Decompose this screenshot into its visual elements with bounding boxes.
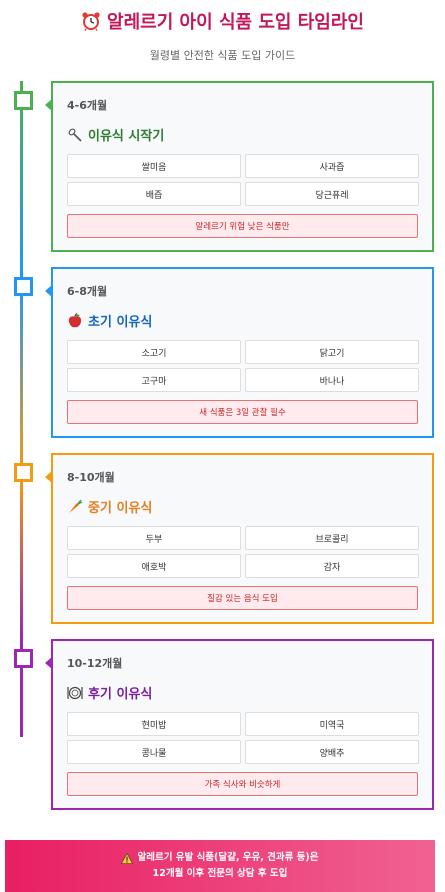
allergy-warning-banner: 알레르기 유발 식품(달걀, 우유, 견과류 등)은 12개월 이후 전문의 상… [5,840,435,892]
food-item: 감자 [245,554,419,578]
timeline-marker [14,463,33,482]
food-item: 쌀미음 [67,154,241,178]
header: 알레르기 아이 식품 도입 타임라인 월령별 안전한 식품 도입 가이드 [0,8,445,63]
food-item: 애호박 [67,554,241,578]
stage-title: 후기 이유식 [67,683,418,702]
food-item: 두부 [67,526,241,550]
food-item: 배즙 [67,182,241,206]
stage-note: 질감 있는 음식 도입 [67,586,418,610]
stage-title-text: 이유식 시작기 [88,129,165,144]
food-item: 미역국 [245,712,419,736]
food-item: 바나나 [245,368,419,392]
stage-note: 새 식품은 3일 관찰 필수 [67,400,418,424]
stage-title-text: 후기 이유식 [88,687,153,702]
page-title: 알레르기 아이 식품 도입 타임라인 [81,8,364,34]
stage-title: 초기 이유식 [67,311,418,330]
stage-title: 중기 이유식 [67,497,418,516]
timeline-marker [14,91,33,110]
warning-text-line1: 알레르기 유발 식품(달걀, 우유, 견과류 등)은 [137,852,319,863]
page-subtitle: 월령별 안전한 식품 도입 가이드 [149,49,296,62]
stage-note: 알레르기 위험 낮은 식품만 [67,214,418,238]
food-item: 브로콜리 [245,526,419,550]
food-item: 사과즙 [245,154,419,178]
card-pointer [45,657,52,669]
warning-text-line2: 12개월 이후 전문의 상담 후 도입 [152,868,288,879]
timeline-marker [14,277,33,296]
food-item: 양배추 [245,740,419,764]
food-item: 현미밥 [67,712,241,736]
card-pointer [45,471,52,483]
timeline-marker [14,649,33,668]
age-range: 8-10개월 [67,471,115,484]
apple-icon [67,312,83,329]
stage-note: 가족 식사와 비슷하게 [67,772,418,796]
food-item: 고구마 [67,368,241,392]
alarm-clock-icon [82,12,100,31]
card-pointer [45,99,52,111]
stage-title: 이유식 시작기 [67,125,418,144]
food-item: 당근퓨레 [245,182,419,206]
stage-title-text: 초기 이유식 [88,315,153,330]
age-range: 6-8개월 [67,285,108,298]
food-item: 닭고기 [245,340,419,364]
age-range: 10-12개월 [67,657,123,670]
title-text: 알레르기 아이 식품 도입 타임라인 [107,12,364,33]
plate-icon [67,685,83,701]
food-item: 콩나물 [67,740,241,764]
spoon-icon [67,127,83,143]
card-pointer [45,285,52,297]
warning-icon [121,852,134,864]
age-range: 4-6개월 [67,99,108,112]
carrot-icon [67,499,83,515]
food-item: 소고기 [67,340,241,364]
stage-title-text: 중기 이유식 [88,501,153,516]
timeline-line [20,81,23,737]
